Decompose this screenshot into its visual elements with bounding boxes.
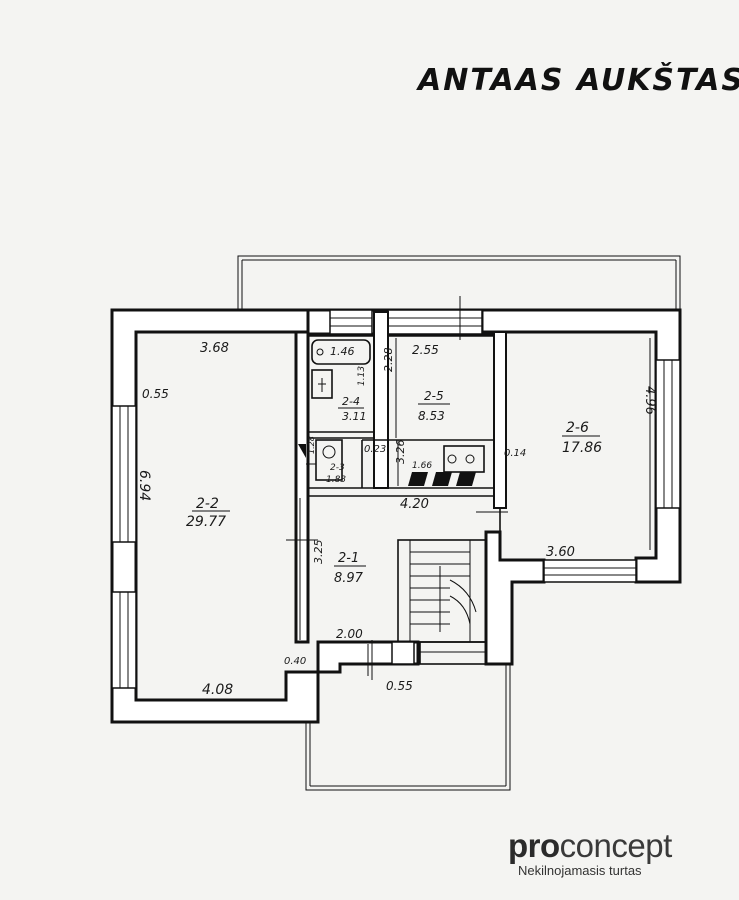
dim-0-14: 0.14 bbox=[504, 448, 526, 459]
dim-4-08: 4.08 bbox=[202, 682, 233, 698]
bottom-balcony bbox=[305, 662, 511, 791]
dim-3-68: 3.68 bbox=[200, 341, 229, 356]
room-2-1-area: 8.97 bbox=[334, 571, 364, 586]
dim-1-28: 1.28 bbox=[307, 436, 316, 454]
dim-0-55-left: 0.55 bbox=[142, 387, 169, 401]
dimension-lines bbox=[299, 338, 651, 680]
kitchen-counter bbox=[298, 444, 485, 486]
logo-tagline: Nekilnojamasis turtas bbox=[518, 863, 642, 878]
dim-0-23: 0.23 bbox=[364, 444, 386, 455]
room-2-3-id: 2-3 bbox=[330, 463, 345, 473]
room-2-2-area: 29.77 bbox=[186, 514, 226, 530]
logo-pro: pro bbox=[508, 827, 560, 864]
room-2-4-area: 3.11 bbox=[342, 410, 367, 423]
room-2-1-id: 2-1 bbox=[338, 551, 359, 566]
dim-4-20: 4.20 bbox=[400, 497, 429, 512]
room-2-6-area: 17.86 bbox=[562, 440, 602, 456]
logo-wordmark: proconcept bbox=[508, 826, 672, 866]
dim-2-00: 2.00 bbox=[336, 627, 363, 641]
top-balcony bbox=[237, 255, 681, 312]
bathroom-fixtures bbox=[311, 339, 371, 481]
dim-1-13: 1.13 bbox=[357, 366, 367, 386]
room-labels: 2-2 29.77 2-1 8.97 2-4 3.11 2-5 8.53 2-3… bbox=[186, 389, 602, 586]
dim-6-94: 6.94 bbox=[136, 470, 152, 501]
logo-concept: concept bbox=[559, 827, 673, 864]
room-2-2-id: 2-2 bbox=[196, 496, 219, 512]
room-2-6-id: 2-6 bbox=[566, 420, 589, 436]
room-2-5-area: 8.53 bbox=[418, 409, 445, 423]
dim-3-60: 3.60 bbox=[546, 545, 575, 560]
dim-3-25: 3.25 bbox=[312, 540, 325, 565]
room-2-3-area: 1.83 bbox=[326, 475, 346, 485]
dim-1-66: 1.66 bbox=[412, 461, 432, 471]
room-2-5-id: 2-5 bbox=[424, 389, 444, 403]
dim-0-40: 0.40 bbox=[284, 656, 306, 667]
interior-walls bbox=[294, 311, 507, 644]
plan-title: ANTAAS AUKŠTAS bbox=[416, 61, 739, 98]
room-2-4-id: 2-4 bbox=[342, 395, 360, 408]
dim-2-28: 2.28 bbox=[382, 348, 395, 373]
proconcept-logo: proconcept Nekilnojamasis turtas bbox=[508, 826, 728, 886]
dimension-labels: 3.68 0.55 6.94 4.08 0.40 1.46 1.13 2.28 … bbox=[136, 341, 657, 698]
windows bbox=[111, 309, 681, 689]
dim-0-55-bottom: 0.55 bbox=[386, 679, 413, 693]
dim-1-46: 1.46 bbox=[330, 345, 355, 358]
door-marks bbox=[286, 296, 508, 676]
staircase bbox=[391, 539, 487, 665]
dim-3-26: 3.26 bbox=[394, 440, 407, 465]
dim-2-55: 2.55 bbox=[412, 343, 439, 357]
